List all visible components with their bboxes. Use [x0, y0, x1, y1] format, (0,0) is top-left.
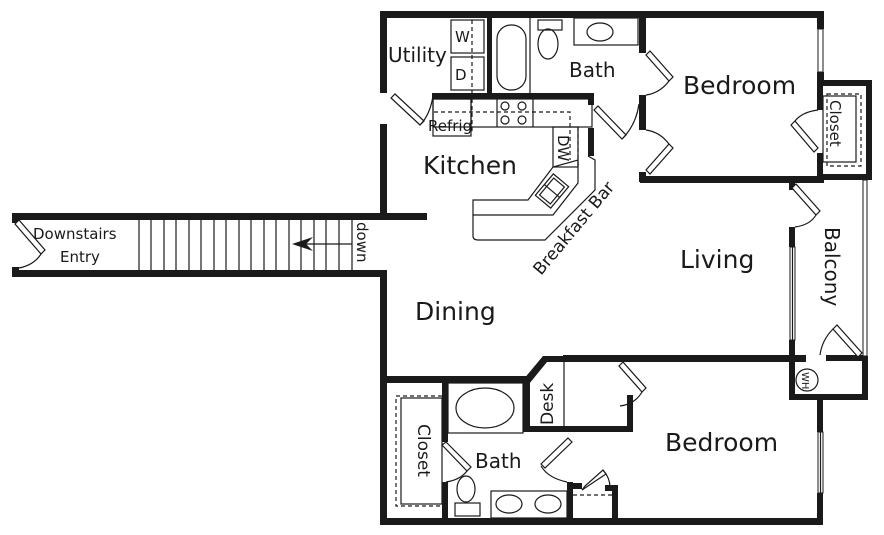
bath-bottom-door-left[interactable]: [441, 441, 472, 472]
bath-top: Bath: [496, 17, 640, 140]
downstairs-label-line1: Downstairs: [33, 225, 117, 243]
stair-treads: [138, 220, 353, 270]
utility-room: W D Utility: [388, 19, 485, 126]
dryer-label: D: [455, 66, 467, 84]
refrigerator-label: Refrig: [428, 117, 472, 135]
bath-top-label: Bath: [569, 58, 616, 82]
dining-label: Dining: [415, 297, 496, 326]
living-dining: Living Dining: [415, 245, 754, 326]
balcony: Balcony WH: [791, 183, 863, 392]
stairs-direction-label: down: [353, 222, 371, 262]
dishwasher-label: DW: [554, 135, 572, 162]
kitchen-label: Kitchen: [423, 151, 517, 180]
bedroom-top: Bedroom Closet: [645, 50, 862, 175]
bath-top-door[interactable]: [593, 105, 627, 140]
closet-bottom-label: Closet: [413, 424, 433, 477]
breakfast-bar-label: Breakfast Bar: [530, 178, 620, 279]
kitchen: Refrig DW Kitchen Breakfast Bar: [423, 98, 620, 279]
downstairs-label-line2: Entry: [60, 248, 100, 266]
utility-door[interactable]: [390, 93, 425, 126]
walls: [12, 11, 872, 525]
bedroom-bottom-label: Bedroom: [665, 428, 778, 457]
desk-area: Desk: [538, 355, 647, 426]
balcony-door[interactable]: [791, 183, 821, 216]
water-heater-label: WH: [799, 372, 810, 389]
arrow-left-icon: [292, 237, 313, 251]
closet-top-label: Closet: [826, 100, 844, 147]
water-heater-icon: [795, 368, 819, 392]
bedroom-top-door-2[interactable]: [645, 143, 674, 175]
linen-closet-door[interactable]: [581, 469, 607, 491]
bath-bottom: Bath Closet: [395, 382, 612, 519]
washer-label: W: [455, 28, 470, 46]
downstairs-entry-door[interactable]: [14, 219, 46, 255]
bedroom-bottom: Bedroom: [665, 428, 778, 457]
windows: [789, 28, 868, 494]
desk-label: Desk: [538, 383, 558, 425]
bedroom-top-label: Bedroom: [683, 71, 796, 100]
bath-bottom-label: Bath: [475, 449, 522, 473]
closet-top-door[interactable]: [790, 120, 819, 153]
balcony-closet-door[interactable]: [832, 324, 863, 358]
stairs: Downstairs Entry down: [14, 219, 371, 270]
living-label: Living: [680, 245, 754, 274]
bedroom-top-door[interactable]: [645, 50, 674, 82]
utility-label: Utility: [388, 43, 447, 67]
balcony-label: Balcony: [820, 227, 844, 306]
bath-bottom-door-right[interactable]: [540, 437, 573, 469]
bedroom-bottom-door[interactable]: [618, 361, 647, 393]
